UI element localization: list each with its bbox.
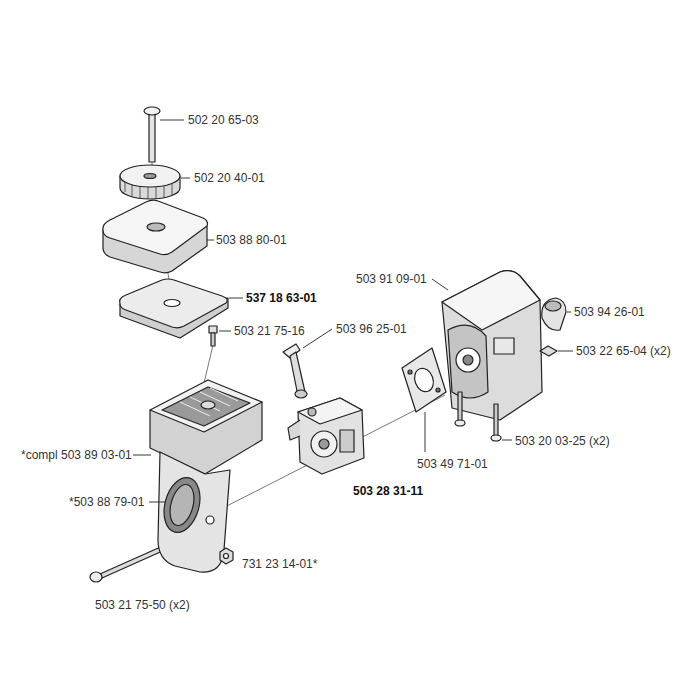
callout-number: 503 21 75-16 [233,324,306,338]
callout-number: 503 49 71-01 [416,457,489,471]
callout-number: *503 88 79-01 [68,495,145,509]
callout-number: *compl 503 89 03-01 [20,448,133,462]
callout-number: 503 94 26-01 [573,305,646,319]
callout-number: 503 96 25-01 [335,322,408,336]
callout-number: 502 20 40-01 [193,171,266,185]
callout-number: 503 91 09-01 [355,272,428,286]
callout-number: 503 20 03-25 (x2) [514,434,611,448]
callout-number: 503 22 65-04 (x2) [575,344,672,358]
callout-number: 537 18 63-01 [245,291,318,305]
callout-number: 502 20 65-03 [187,113,260,127]
callout-number: 503 88 80-01 [215,233,288,247]
callout-number: 503 28 31-11 [352,484,424,498]
callout-number: 731 23 14-01* [241,557,318,571]
callout-number: 503 21 75-50 (x2) [94,598,191,612]
